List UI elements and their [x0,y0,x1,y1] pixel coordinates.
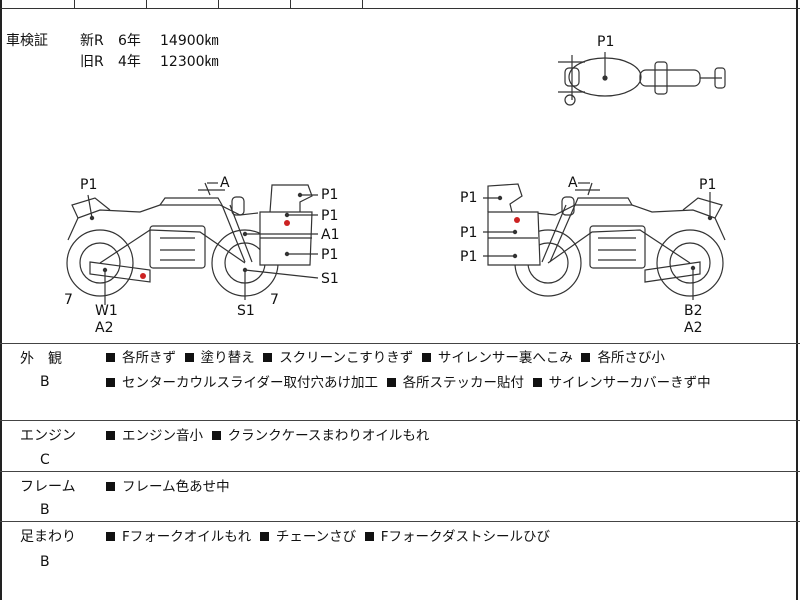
motorcycle-diagrams [66,52,726,305]
label-left-front-bottom: S1 [237,303,255,319]
note-item: サイレンサーカバーきず中 [548,375,711,391]
section-title-engine: エンジン [20,428,76,444]
section-notes-suspension: Fフォークオイルもれ チェーンさび Fフォークダストシールひび [106,525,786,550]
label-left-front-wheel: S1 [321,271,339,287]
label-left-muffler: W1 [95,303,118,319]
header-strip [0,0,800,9]
note-item: センターカウルスライダー取付穴あけ加工 [122,375,378,391]
label-left-case-mid: P1 [321,208,339,224]
label-left-case-low: P1 [321,247,339,263]
note-item: エンジン音小 [122,428,203,444]
shaken-label: 車検証 [6,33,48,49]
note-item: Fフォークダストシールひび [380,529,551,545]
label-right-case-top: P1 [460,190,478,206]
label-right-engine: B2 [684,303,703,319]
note-item: フレーム色あせ中 [122,479,230,495]
label-left-front-tire: 7 [270,292,279,308]
shaken-years-new: 6年 [118,33,141,49]
section-notes-exterior: 各所きず 塗り替え スクリーンこすりきず サイレンサー裏へこみ 各所さび小 セン… [106,346,786,396]
top-view-motorcycle-icon [558,52,726,106]
section-grade-exterior: B [40,374,50,390]
note-item: スクリーンこすりきず [279,350,414,366]
label-right-case-low: P1 [460,249,478,265]
label-right-tail: P1 [699,177,717,193]
left-view-motorcycle-icon [66,182,319,305]
label-right-handle: A [568,175,578,191]
note-item: 各所さび小 [597,350,665,366]
label-right-frame: A2 [684,320,703,336]
note-item: Fフォークオイルもれ [122,529,252,545]
section-title-frame: フレーム [20,479,76,495]
note-item: 塗り替え [200,350,255,366]
section-notes-engine: エンジン音小 クランクケースまわりオイルもれ [106,424,786,449]
note-item: 各所きず [122,350,176,366]
note-item: クランクケースまわりオイルもれ [227,428,430,444]
note-item: 各所ステッカー貼付 [402,375,525,391]
label-top-view: P1 [597,34,615,50]
label-left-rear-tire: 7 [64,292,73,308]
label-left-handle: A [220,175,230,191]
label-left-frame: A2 [95,320,114,336]
shaken-type-old: 旧R [80,54,104,70]
section-notes-frame: フレーム色あせ中 [106,475,786,500]
section-title-suspension: 足まわり [20,529,76,545]
shaken-km-new: 14900㎞ [160,33,219,49]
right-view-motorcycle-icon [483,182,726,300]
section-grade-engine: C [40,452,50,468]
label-left-rear: P1 [80,177,98,193]
note-item: サイレンサー裏へこみ [437,350,573,366]
section-title-exterior: 外 観 [20,351,62,367]
label-left-case-top: P1 [321,187,339,203]
divider [0,521,800,522]
shaken-km-old: 12300㎞ [160,54,219,70]
shaken-years-old: 4年 [118,54,141,70]
note-item: チェーンさび [275,529,357,545]
shaken-type-new: 新R [80,33,104,49]
divider [0,471,800,472]
label-left-fork: A1 [321,227,340,243]
divider [0,343,800,344]
section-grade-suspension: B [40,554,50,570]
divider [0,420,800,421]
section-grade-frame: B [40,502,50,518]
label-right-case-mid: P1 [460,225,478,241]
